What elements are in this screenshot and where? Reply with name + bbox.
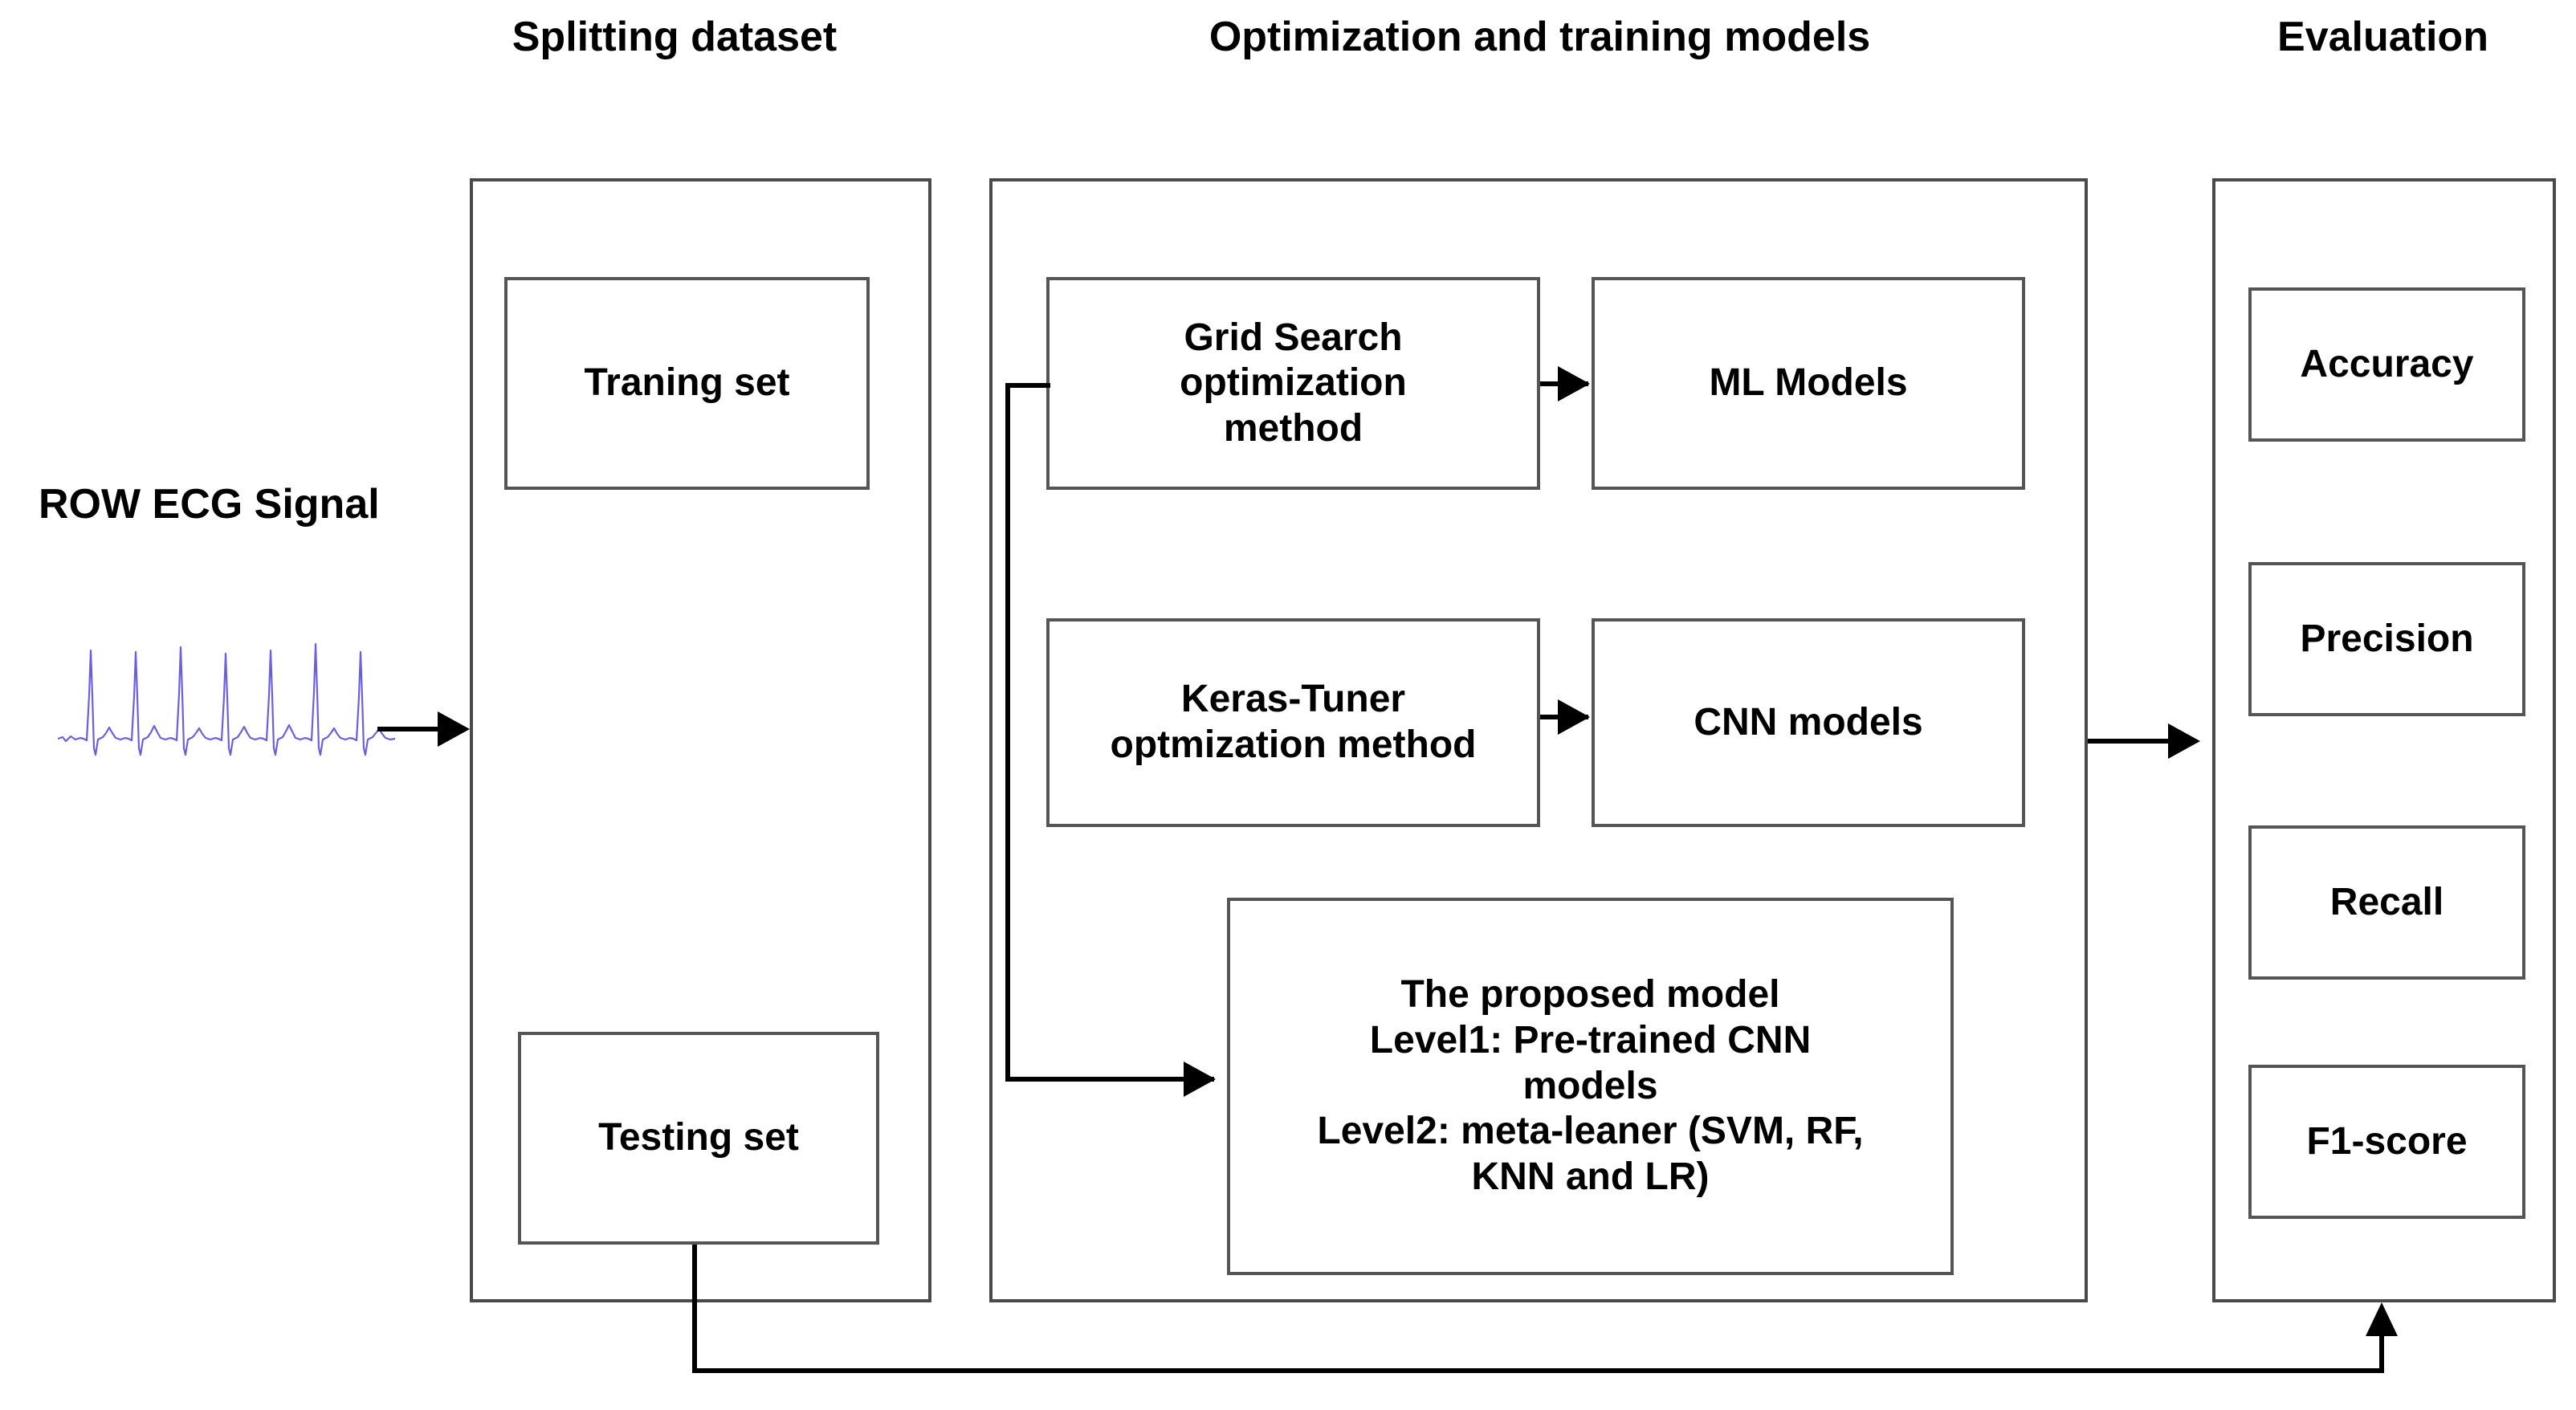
node-testing-set-label: Testing set	[598, 1116, 799, 1159]
connector-optimization-to-evaluation-line	[2088, 739, 2192, 744]
connector-branch-top-stub	[1005, 383, 1050, 388]
node-metric-precision[interactable]: Precision	[2248, 562, 2525, 716]
node-testing-set[interactable]: Testing set	[518, 1032, 879, 1245]
node-proposed-model[interactable]: The proposed model Level1: Pre-trained C…	[1227, 898, 1954, 1275]
node-grid-search-optimization-label: Grid Search optimization method	[1180, 316, 1407, 450]
node-cnn-models-label: CNN models	[1694, 700, 1923, 744]
node-grid-search-optimization[interactable]: Grid Search optimization method	[1046, 277, 1540, 490]
node-cnn-models[interactable]: CNN models	[1592, 618, 2025, 827]
node-metric-recall-label: Recall	[2329, 880, 2444, 923]
connector-feedback-vertical-right	[2379, 1335, 2384, 1373]
node-ml-models[interactable]: ML Models	[1592, 277, 2025, 490]
connector-feedback-vertical-left	[692, 1245, 697, 1373]
connector-signal-to-splitting-arrowhead	[438, 711, 470, 747]
heading-optimization-and-training-models: Optimization and training models	[1209, 14, 1871, 60]
source-signal-label: ROW ECG Signal	[39, 481, 380, 528]
node-ml-models-label: ML Models	[1709, 361, 1908, 405]
connector-branch-vertical	[1005, 383, 1010, 1082]
heading-splitting-dataset: Splitting dataset	[512, 14, 838, 60]
node-keras-tuner-optimization-label: Keras-Tuner optmization method	[1110, 678, 1477, 766]
node-metric-accuracy[interactable]: Accuracy	[2248, 287, 2525, 442]
connector-feedback-arrowhead	[2366, 1302, 2398, 1336]
node-metric-precision-label: Precision	[2300, 617, 2474, 660]
connector-gridsearch-to-mlmodels-arrowhead	[1558, 366, 1590, 401]
node-metric-f1-score[interactable]: F1-score	[2248, 1065, 2525, 1219]
ecg-signal-waveform	[58, 626, 395, 771]
node-metric-accuracy-label: Accuracy	[2300, 342, 2474, 385]
connector-optimization-to-evaluation-arrowhead	[2168, 723, 2200, 759]
node-metric-f1-score-label: F1-score	[2306, 1119, 2468, 1163]
connector-kerastuner-to-cnnmodels-arrowhead	[1558, 699, 1590, 735]
connector-signal-to-splitting-line	[377, 727, 466, 731]
node-proposed-model-label: The proposed model Level1: Pre-trained C…	[1317, 973, 1864, 1198]
node-training-set-label: Traning set	[584, 361, 790, 405]
node-training-set[interactable]: Traning set	[504, 277, 870, 490]
connector-branch-arrowhead	[1184, 1062, 1216, 1097]
heading-evaluation: Evaluation	[2277, 14, 2488, 60]
node-keras-tuner-optimization[interactable]: Keras-Tuner optmization method	[1046, 618, 1540, 827]
node-metric-recall[interactable]: Recall	[2248, 825, 2525, 980]
connector-feedback-horizontal	[692, 1368, 2384, 1373]
connector-branch-bottom-line	[1005, 1077, 1214, 1082]
